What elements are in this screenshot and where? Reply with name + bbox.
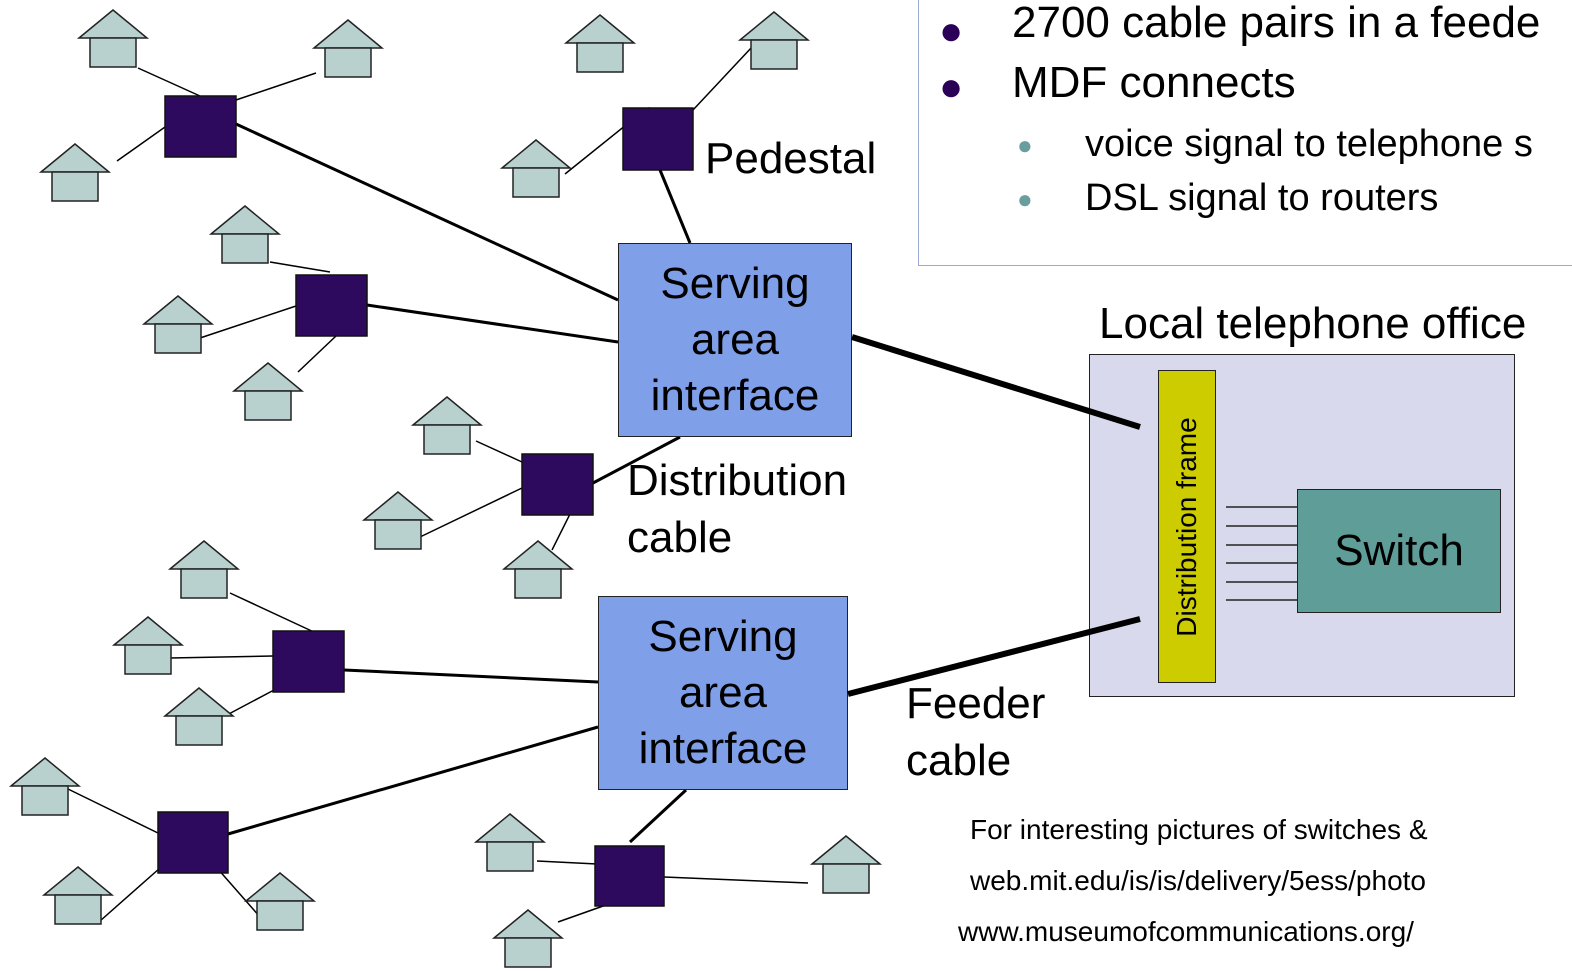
links (67, 46, 809, 923)
drop-wire (663, 876, 809, 884)
pedestal (164, 95, 237, 158)
house-icon (809, 835, 883, 894)
distribution-frame: Distribution frame (1158, 370, 1216, 683)
drop-wire (229, 592, 317, 634)
drop-wire (99, 867, 161, 922)
serving-area-interface-bottom: Serving area interface (598, 596, 848, 790)
sai-label-line1: Serving (648, 611, 798, 661)
house-icon (243, 872, 317, 931)
distribution-cable (343, 668, 599, 684)
drop-wire (224, 689, 275, 717)
sub-bullet-dot: ● (1017, 130, 1033, 160)
sub-bullet-item: DSL signal to routers (1085, 177, 1439, 219)
pedestal (272, 630, 345, 693)
bullet-dot: ● (939, 65, 964, 109)
house-icon (563, 14, 637, 73)
drop-wire (67, 788, 161, 835)
feeder-cable-label-line2: cable (906, 736, 1012, 785)
pedestal (295, 274, 368, 337)
sub-bullet-item: voice signal to telephone s (1085, 123, 1533, 165)
house-icon (141, 295, 215, 354)
drop-wire (564, 124, 627, 175)
bullet-list-box: ● 2700 cable pairs in a feede ● MDF conn… (918, 0, 1572, 266)
house-icon (8, 757, 82, 816)
drop-wire (235, 72, 317, 101)
house-icon (473, 813, 547, 872)
house-icon (737, 11, 811, 70)
house-icon (311, 19, 385, 78)
drop-wire (419, 487, 523, 538)
serving-area-interface-top: Serving area interface (618, 243, 852, 437)
house-icon (76, 9, 150, 68)
house-icon (231, 362, 305, 421)
drop-wire (116, 126, 166, 162)
house-icon (361, 491, 435, 550)
feeder-cable-label-line1: Feeder (906, 679, 1046, 728)
drop-wire (269, 261, 331, 273)
distribution-cable (366, 303, 619, 344)
drop-wire (551, 513, 571, 551)
distribution-cable (658, 169, 692, 244)
house-icon (38, 143, 112, 202)
sai-label-line3: interface (638, 724, 808, 774)
pedestal (157, 811, 229, 874)
pedestals (157, 95, 694, 907)
local-telephone-office-label: Local telephone office (1099, 299, 1527, 348)
sai-label-line1: Serving (660, 258, 810, 308)
drop-wire (199, 305, 297, 339)
house-icon (208, 205, 282, 264)
switch: Switch (1297, 489, 1501, 613)
house-icon (491, 909, 565, 968)
sub-bullet-dot: ● (1017, 184, 1033, 214)
sai-label-line2: area (678, 667, 768, 717)
house-icon (501, 540, 575, 599)
switch-label: Switch (1334, 526, 1464, 575)
distribution-cable-label-line1: Distribution (627, 456, 848, 505)
distribution-cable (628, 788, 688, 844)
pedestal (622, 107, 694, 171)
drop-wire (475, 440, 523, 463)
houses (8, 9, 883, 968)
footnote-line2: web.mit.edu/is/is/delivery/5ess/photo (970, 865, 1426, 896)
bullet-item: 2700 cable pairs in a feede (1012, 0, 1541, 47)
drop-wire (137, 67, 201, 97)
distribution-cable (592, 435, 681, 485)
house-icon (41, 866, 115, 925)
pedestal-label: Pedestal (705, 134, 877, 183)
distribution-cable (235, 122, 619, 302)
sai-label-line2: area (690, 314, 780, 364)
drop-wire (297, 335, 337, 373)
drop-wire (557, 904, 607, 923)
footnote-line3: www.museumofcommunications.org/ (958, 916, 1414, 947)
drop-wire (692, 46, 753, 111)
sai-label-line3: interface (650, 371, 820, 421)
drop-wire (536, 860, 598, 865)
footnote-line1: For interesting pictures of switches & (970, 814, 1428, 845)
bullet-item: MDF connects (1012, 58, 1296, 107)
distribution-cable-label-line2: cable (627, 513, 733, 562)
house-icon (167, 540, 241, 599)
house-icon (162, 687, 236, 746)
bullet-dot: ● (939, 9, 964, 53)
distribution-frame-label: Distribution frame (1171, 416, 1202, 637)
drop-wire (169, 655, 274, 659)
house-icon (111, 616, 185, 675)
pedestal (521, 453, 594, 516)
pedestal (594, 845, 665, 907)
house-icon (410, 396, 484, 455)
house-icon (499, 139, 573, 198)
distribution-cable (227, 725, 599, 836)
